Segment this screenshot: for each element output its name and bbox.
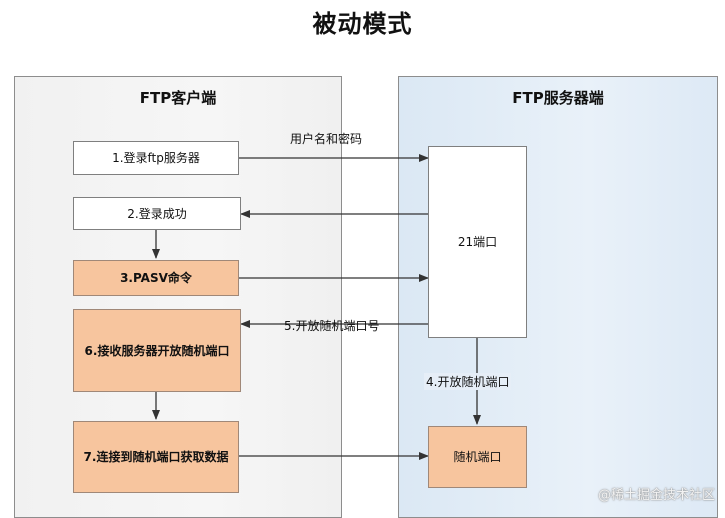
edge-label-user-pass: 用户名和密码 <box>290 132 363 146</box>
node-login-success: 2.登录成功 <box>73 197 241 230</box>
diagram-title: 被动模式 <box>312 10 413 38</box>
watermark: @稀土掘金技术社区 <box>597 488 715 503</box>
client-panel-title: FTP客户端 <box>139 89 217 107</box>
node-receive-port: 6.接收服务器开放随机端口 <box>73 309 241 392</box>
node-connect-random: 7.连接到随机端口获取数据 <box>73 421 239 493</box>
edge-label-open-port: 4.开放随机端口 <box>424 373 512 390</box>
edge-label-open-port-number: 5.开放随机端口号 <box>284 319 380 333</box>
node-port21: 21端口 <box>428 146 527 338</box>
node-random-port: 随机端口 <box>428 426 527 488</box>
server-panel-title: FTP服务器端 <box>512 89 604 107</box>
node-login: 1.登录ftp服务器 <box>73 141 239 175</box>
node-pasv: 3.PASV命令 <box>73 260 239 296</box>
